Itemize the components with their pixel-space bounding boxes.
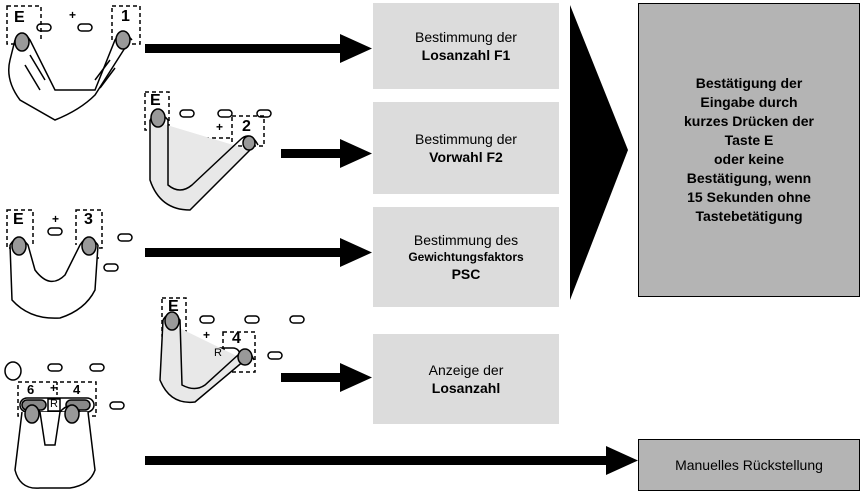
arrow-2 xyxy=(281,139,372,168)
key-label-r: R xyxy=(50,398,58,410)
key-label-plus: + xyxy=(216,120,224,134)
step-box-line2: Gewichtungsfaktors xyxy=(408,250,524,264)
step-box-vorwahl-f2: Bestimmung der Vorwahl F2 xyxy=(373,102,559,194)
confirmation-line: Bestätigung, wenn xyxy=(686,170,812,186)
confirmation-line: Eingabe durch xyxy=(700,94,798,110)
step-box-losanzahl-f1: Bestimmung der Losanzahl F1 xyxy=(373,3,559,89)
confirmation-line: Tastebetätigung xyxy=(695,208,803,224)
manual-reset-label: Manuelles Rückstellung xyxy=(675,457,823,473)
key-label-plus: + xyxy=(69,8,77,22)
arrow-4 xyxy=(281,363,372,392)
step-box-line2: Vorwahl F2 xyxy=(429,149,503,165)
hand-illustration-1 xyxy=(6,5,141,121)
confirmation-box: Bestätigung der Eingabe durch kurzes Drü… xyxy=(638,3,860,297)
arrow-3 xyxy=(145,238,372,267)
step-box-line1: Bestimmung des xyxy=(413,232,519,248)
key-label-4: 4 xyxy=(73,382,81,397)
key-label-2: 2 xyxy=(242,118,251,135)
key-label-1: 1 xyxy=(121,8,130,25)
key-label-3: 3 xyxy=(84,211,93,228)
key-label-plus: + xyxy=(52,212,60,226)
step-box-line1: Anzeige der xyxy=(428,362,504,378)
hand-illustration-3 xyxy=(6,209,133,319)
step-box-anzeige-losanzahl: Anzeige der Losanzahl xyxy=(373,334,559,424)
key-label-4: 4 xyxy=(232,330,241,347)
key-label-r: R xyxy=(214,347,222,359)
key-label-plus: + xyxy=(50,381,58,395)
step-box-line1: Bestimmung der xyxy=(415,29,517,45)
confirmation-line: Taste E xyxy=(724,132,774,148)
hand-illustration-2 xyxy=(144,91,272,211)
manual-reset-box: Manuelles Rückstellung xyxy=(638,439,860,491)
key-label-e: E xyxy=(168,298,179,315)
confirmation-line: Bestätigung der xyxy=(695,75,803,91)
key-label-6: 6 xyxy=(27,382,35,397)
arrow-1 xyxy=(145,34,372,63)
hand-illustration-4 xyxy=(159,297,305,404)
confirmation-line: oder keine xyxy=(713,151,785,167)
key-label-plus: + xyxy=(203,328,211,342)
hand-illustration-5 xyxy=(4,361,125,489)
confirmation-line: kurzes Drücken der xyxy=(684,113,814,129)
confirmation-line: 15 Sekunden ohne xyxy=(687,189,811,205)
step-box-line3: PSC xyxy=(451,266,481,282)
step-box-line2: Losanzahl F1 xyxy=(421,47,511,63)
key-label-e: E xyxy=(14,9,25,26)
step-box-gewichtungsfaktor-psc: Bestimmung des Gewichtungsfaktors PSC xyxy=(373,207,559,307)
big-chevron-arrow xyxy=(570,5,628,300)
key-label-e: E xyxy=(150,92,161,109)
step-box-line2: Losanzahl xyxy=(431,380,501,396)
step-box-line1: Bestimmung der xyxy=(415,131,517,147)
arrow-5 xyxy=(145,446,638,475)
key-label-e: E xyxy=(13,211,24,228)
